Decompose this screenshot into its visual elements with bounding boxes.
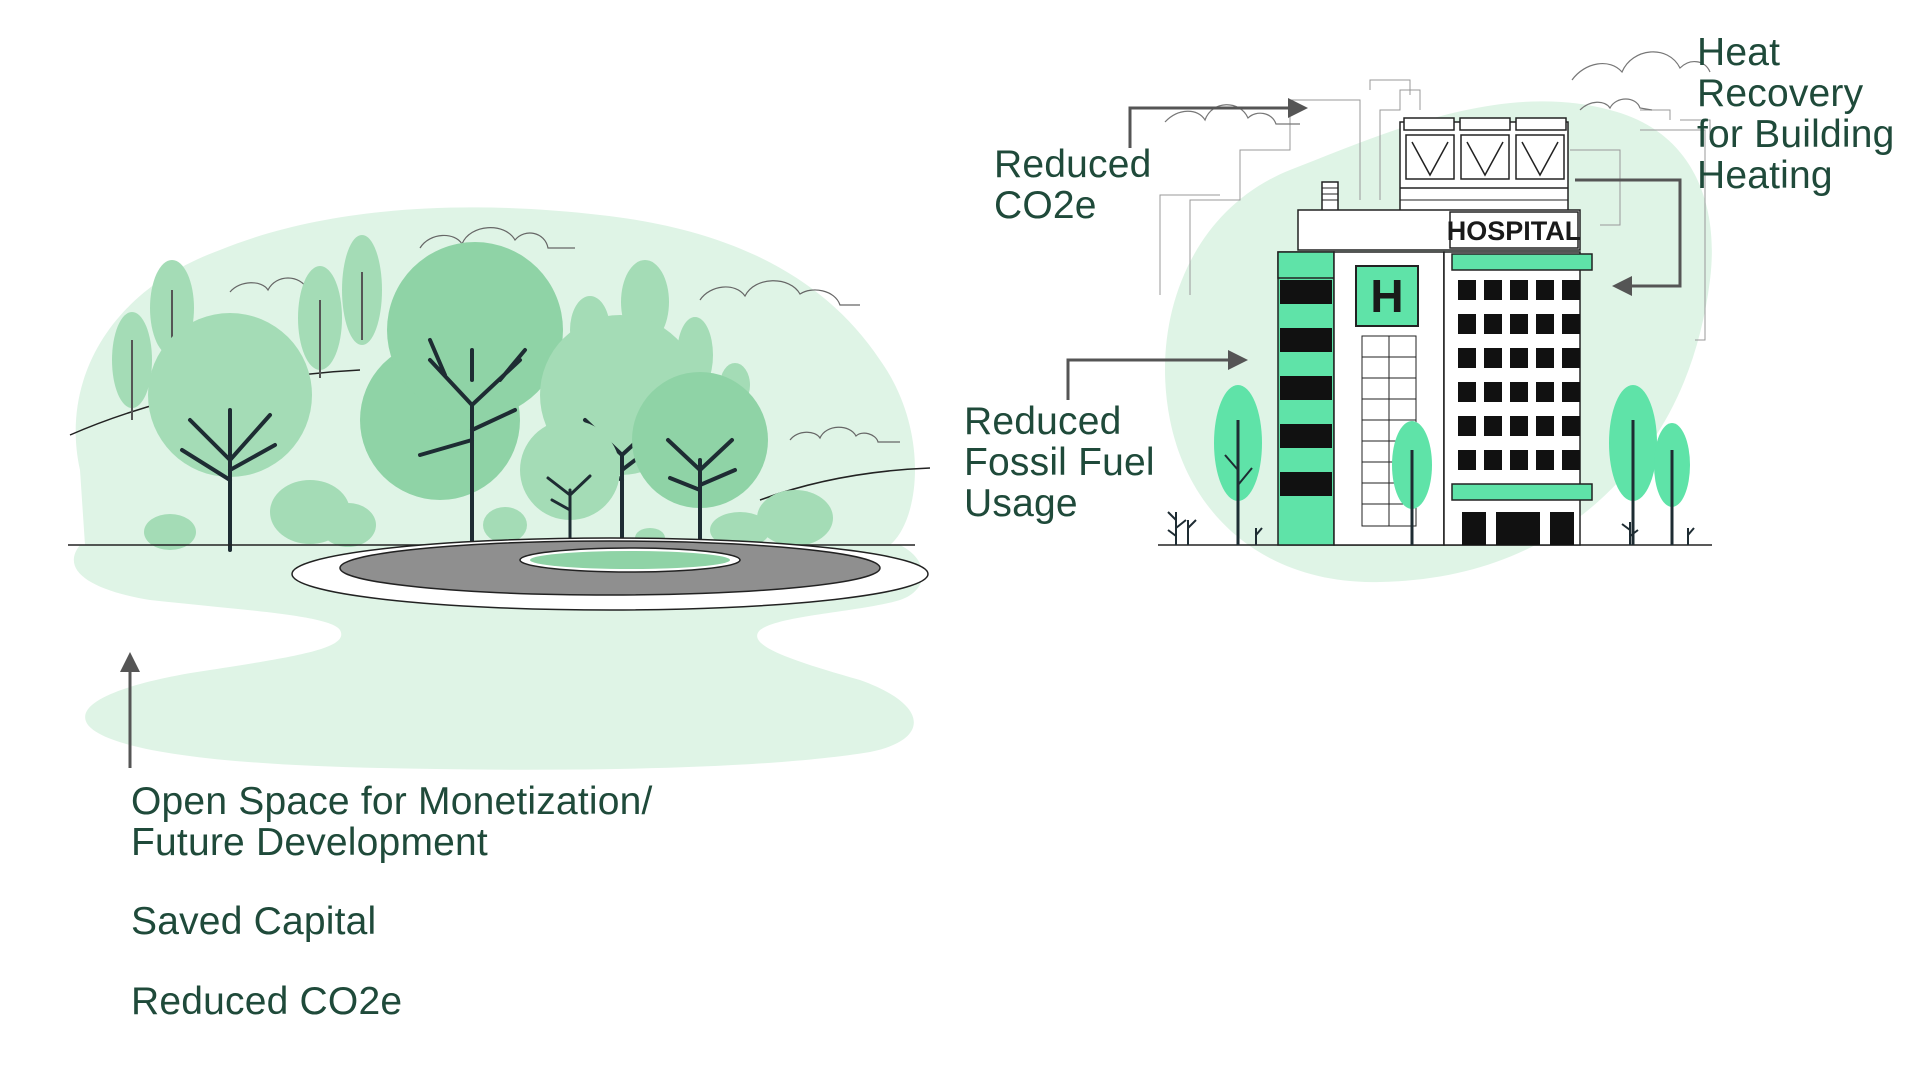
window <box>1536 348 1554 368</box>
label-line: Usage <box>964 482 1078 525</box>
hospital-sign-text: HOSPITAL <box>1447 216 1582 246</box>
window <box>1536 314 1554 334</box>
tree-icon <box>632 372 768 552</box>
label-open-space: Open Space for Monetization/ Future Deve… <box>131 781 653 863</box>
window <box>1562 450 1580 470</box>
window <box>1484 280 1502 300</box>
window <box>1484 348 1502 368</box>
window <box>1510 450 1528 470</box>
label-line: Heat <box>1697 31 1781 74</box>
window <box>1510 416 1528 436</box>
arrow-icon <box>1066 350 1248 400</box>
pond <box>291 537 929 611</box>
tree-icon <box>1609 385 1657 545</box>
cloud-icon <box>699 280 860 306</box>
window <box>1458 450 1476 470</box>
tree-icon <box>520 420 620 550</box>
label-saved-capital: Saved Capital <box>131 901 376 942</box>
arrow-icon <box>1128 98 1308 148</box>
window <box>1510 314 1528 334</box>
tree-icon <box>1654 423 1690 545</box>
cloud-icon <box>789 426 900 443</box>
label-line: for Building <box>1697 113 1895 156</box>
label-line: Reduced <box>964 400 1122 443</box>
label-line: Fossil Fuel <box>964 441 1155 484</box>
window <box>1458 280 1476 300</box>
window-band-top <box>1451 253 1593 271</box>
tree-icon <box>1392 421 1432 545</box>
label-line: Heating <box>1697 154 1833 197</box>
window <box>1484 314 1502 334</box>
hvac-unit-icon <box>1399 117 1569 213</box>
tree-icon <box>148 313 312 552</box>
skyline-outline <box>1159 79 1711 341</box>
hospital-sign <box>1449 211 1579 249</box>
window <box>1510 280 1528 300</box>
building-doors <box>1462 512 1574 545</box>
cloud-icon <box>1571 51 1711 81</box>
window-grid <box>1458 280 1580 470</box>
label-line: Recovery <box>1697 72 1864 115</box>
cloud-icon <box>1164 104 1300 125</box>
window <box>1562 416 1580 436</box>
window <box>1458 382 1476 402</box>
window <box>1536 450 1554 470</box>
tree-icon <box>1214 385 1262 545</box>
label-reduced-fossil-fuel: Reduced Fossil Fuel Usage <box>964 401 1155 524</box>
cloud-icon <box>419 227 575 249</box>
park-scene <box>68 207 931 770</box>
hospital-emblem <box>1355 265 1419 327</box>
window <box>1562 382 1580 402</box>
window <box>1484 416 1502 436</box>
label-reduced-co2e-bottom: Reduced CO2e <box>131 981 402 1022</box>
window <box>1484 450 1502 470</box>
plant <box>1167 511 1695 545</box>
window <box>1510 348 1528 368</box>
tree-icon <box>112 312 152 420</box>
column-cap <box>1277 251 1335 279</box>
window <box>1562 280 1580 300</box>
window <box>1562 314 1580 334</box>
label-line: Reduced CO2e <box>131 980 403 1023</box>
label-line: Saved Capital <box>131 900 377 943</box>
window <box>1536 416 1554 436</box>
window-band-bottom <box>1451 483 1593 501</box>
label-heat-recovery: Heat Recovery for Building Heating <box>1697 32 1895 196</box>
label-line: Future Development <box>131 821 488 864</box>
arrow-icon <box>1575 178 1682 296</box>
tree-icon <box>342 235 382 345</box>
label-line: CO2e <box>994 184 1097 227</box>
label-line: Open Space for Monetization/ <box>131 780 653 823</box>
hospital-emblem-text: H <box>1370 270 1403 322</box>
window <box>1510 382 1528 402</box>
window <box>1562 348 1580 368</box>
hospital-scene: HOSPITAL H <box>1066 51 1712 583</box>
window <box>1458 348 1476 368</box>
window <box>1458 314 1476 334</box>
bush <box>144 480 833 550</box>
cloud-icon <box>1579 98 1653 111</box>
tree-icon <box>298 266 342 378</box>
window <box>1484 382 1502 402</box>
tree-icon <box>360 242 563 547</box>
cloud-icon <box>229 277 331 293</box>
window <box>1536 382 1554 402</box>
window <box>1536 280 1554 300</box>
window <box>1458 416 1476 436</box>
column-black-bands <box>1280 280 1332 496</box>
rooftop-vent <box>1321 181 1339 213</box>
label-line: Reduced <box>994 143 1152 186</box>
label-reduced-co2e-top: Reduced CO2e <box>994 144 1152 226</box>
arrow-icon <box>120 652 140 768</box>
